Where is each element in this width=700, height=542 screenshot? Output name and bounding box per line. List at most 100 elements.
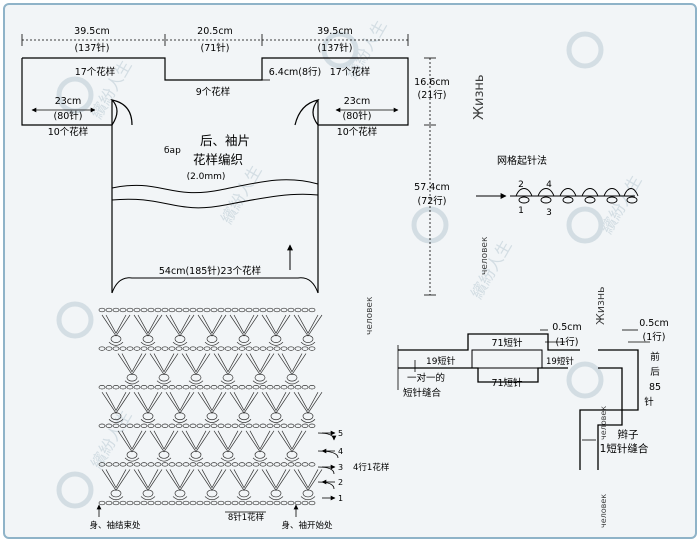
- chart-shell-stitch: [126, 450, 138, 459]
- chart-chain-stitch: [301, 385, 309, 390]
- chart-chain-stitch: [105, 385, 113, 390]
- chart-chain-stitch: [168, 423, 176, 428]
- chart-v-stitch: [105, 469, 127, 489]
- chart-annotations: 5 4 3 2 1 4行1花样 8针1花样 身、袖结束处 身、袖开始处: [89, 429, 389, 531]
- watermark-russian: Жизнь: [594, 286, 607, 325]
- chart-chain-stitch: [294, 307, 302, 313]
- chart-v-stitch: [133, 392, 163, 414]
- chart-v-stitch: [217, 430, 239, 450]
- chart-chain-stitch: [294, 385, 302, 390]
- chart-shell-stitch: [236, 341, 252, 346]
- chart-shell-stitch: [206, 489, 218, 498]
- chart-chain-stitch: [140, 462, 148, 467]
- chart-chain-stitch: [308, 307, 316, 313]
- chart-shell-stitch: [302, 335, 314, 343]
- chart-v-stitch: [101, 314, 131, 337]
- left-sleeve-stitches: (80针): [53, 110, 82, 122]
- chart-chain-stitch: [98, 307, 106, 313]
- chart-chain-stitch: [147, 385, 155, 390]
- chart-shell-stitch: [238, 412, 250, 421]
- chart-chain-stitch: [301, 462, 309, 467]
- chart-shell-stitch: [220, 457, 236, 462]
- watermark-russian: человек: [599, 406, 608, 440]
- chart-v-stitch: [201, 392, 223, 412]
- join-label-line1: 一对一的: [407, 372, 445, 384]
- chart-chain-stitch: [98, 346, 106, 351]
- chart-chain-stitch: [224, 423, 232, 428]
- foundation-step-2: 2: [518, 180, 524, 190]
- chart-chain-stitch: [280, 423, 288, 428]
- stray-label: бар: [164, 146, 181, 156]
- chart-chain-stitch: [168, 385, 176, 390]
- chart-chain-stitch: [161, 462, 169, 467]
- chart-chain-stitch: [140, 385, 148, 390]
- chart-chain-stitch: [105, 462, 113, 467]
- chart-chain-stitch: [266, 307, 274, 313]
- chart-v-stitch: [201, 469, 223, 489]
- chart-chain-stitch: [105, 500, 113, 506]
- chart-chain-stitch: [133, 462, 141, 467]
- chart-shell-stitch: [286, 373, 298, 382]
- chart-shell-stitch: [268, 419, 284, 423]
- foundation-step-1: 1: [518, 206, 524, 216]
- diagram-frame: [3, 3, 697, 539]
- chart-chain-stitch: [105, 423, 113, 428]
- chart-chain-stitch: [119, 385, 127, 390]
- chart-shell-stitch: [126, 373, 138, 382]
- right-width-cm: 39.5cm: [317, 26, 353, 37]
- chart-chain-stitch: [287, 307, 295, 313]
- left-width-cm: 39.5cm: [74, 26, 110, 37]
- chart-chain-stitch: [217, 346, 225, 351]
- watermark-russian: Жизнь: [472, 74, 487, 120]
- chart-chain-stitch: [238, 423, 246, 428]
- chart-chain-stitch: [154, 346, 162, 351]
- chart-shell-stitch: [284, 380, 300, 385]
- chart-chain-stitch: [217, 307, 225, 313]
- chart-chain-stitch: [210, 462, 218, 467]
- right-gap-cm: 0.5cm: [639, 318, 669, 329]
- chart-shell-stitch: [124, 380, 140, 385]
- chart-chain-stitch: [119, 423, 127, 428]
- right-gap-rows: (1行): [643, 331, 666, 343]
- schematic-labels: 39.5cm (137针) 20.5cm (71针) 39.5cm (137针)…: [48, 26, 450, 277]
- chart-chain-stitch: [231, 307, 239, 313]
- chart-shell-stitch: [204, 341, 220, 346]
- chart-chain-stitch: [189, 500, 197, 506]
- chart-shell-stitch: [110, 412, 122, 421]
- chart-shell-stitch: [302, 489, 314, 498]
- chart-v-stitch: [185, 353, 207, 373]
- chart-shell-stitch: [268, 341, 284, 346]
- chart-chain-stitch: [140, 423, 148, 428]
- chart-shell-stitch: [222, 450, 234, 459]
- back-sleeve-schematic: [21, 34, 507, 296]
- chart-shell-stitch: [206, 412, 218, 421]
- front-back-char4: 针: [644, 396, 654, 408]
- chart-chain-stitch: [238, 500, 246, 506]
- chart-shell-stitch: [252, 380, 268, 385]
- chart-chain-stitch: [273, 500, 281, 506]
- chart-chain-stitch: [273, 462, 281, 467]
- chart-chain-stitch: [203, 462, 211, 467]
- chart-chain-stitch: [252, 500, 260, 506]
- left-sleeve-patterns: 10个花样: [48, 126, 89, 138]
- chart-v-stitch: [297, 469, 319, 489]
- chart-v-stitch: [217, 353, 239, 373]
- chart-chain-stitch: [308, 500, 316, 506]
- neck-top-stitches: 71短针: [491, 337, 523, 349]
- foundation-step-3: 3: [546, 208, 552, 218]
- chart-chain-stitch: [196, 500, 204, 506]
- chart-v-stitch: [261, 314, 291, 337]
- chart-chain-stitch: [301, 346, 309, 351]
- center-width-cm: 20.5cm: [197, 26, 233, 37]
- chart-chain-stitch: [112, 385, 120, 390]
- chart-chain-stitch: [140, 500, 148, 506]
- chart-v-stitch: [245, 430, 275, 453]
- chart-chain-stitch: [203, 307, 211, 313]
- front-back-count: 85: [649, 382, 661, 393]
- chart-chain-stitch: [196, 346, 204, 351]
- chart-chain-stitch: [245, 423, 253, 428]
- left-pattern-count: 17个花样: [75, 66, 116, 78]
- chart-shell-stitch: [156, 380, 172, 385]
- chart-chain-stitch: [245, 385, 253, 390]
- chart-v-stitch: [281, 353, 303, 373]
